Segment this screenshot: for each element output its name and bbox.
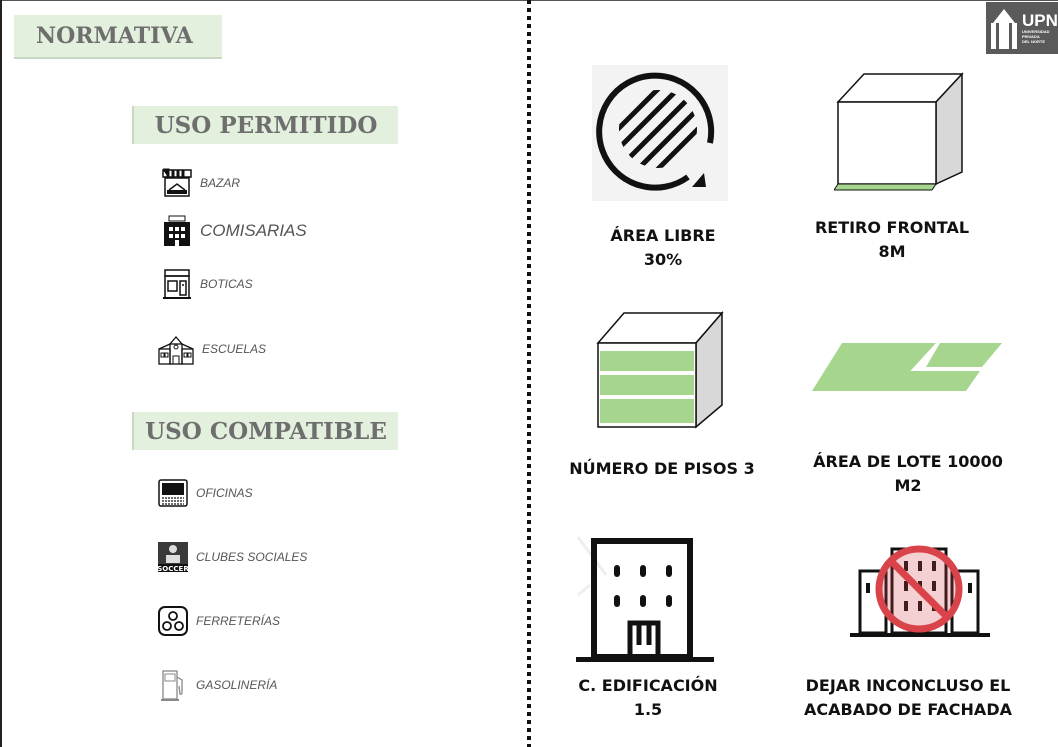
caption-numero-pisos: NÚMERO DE PISOS 3: [566, 457, 758, 481]
caption-line1: ÁREA LIBRE: [610, 226, 716, 245]
upn-logo: UPN UNIVERSIDAD PRIVADA DEL NORTE: [986, 2, 1058, 54]
soccer-club-icon: SOCCER: [156, 540, 190, 574]
item-label: CLUBES SOCIALES: [196, 550, 308, 564]
logo-line1: UNIVERSIDAD: [1022, 29, 1050, 34]
building-icon: [576, 535, 714, 668]
logo-line2: PRIVADA: [1022, 34, 1040, 39]
list-item-gasolineria: GASOLINERÍA: [156, 668, 277, 702]
police-sign-text: POLICE: [174, 212, 186, 216]
item-label: COMISARIAS: [200, 221, 307, 240]
page-title: NORMATIVA: [14, 15, 222, 59]
list-item-ferreterias: FERRETERÍAS: [156, 604, 280, 638]
school-icon: [156, 332, 196, 366]
hardware-icon: [156, 604, 190, 638]
logo-name: UPN: [1022, 11, 1058, 30]
item-label: ESCUELAS: [202, 342, 267, 356]
page-frame-left: [0, 0, 2, 747]
item-label: BAZAR: [200, 176, 241, 190]
caption-retiro-frontal: RETIRO FRONTAL 8M: [800, 216, 984, 264]
list-item-oficinas: OFICINAS: [156, 476, 253, 510]
caption-line1: DEJAR INCONCLUSO EL: [805, 676, 1011, 695]
office-device-icon: [156, 476, 190, 510]
item-label: GASOLINERÍA: [196, 678, 278, 692]
caption-fachada: DEJAR INCONCLUSO EL ACABADO DE FACHADA: [796, 674, 1020, 722]
lot-area-icon: [812, 343, 1004, 398]
caption-line1: ÁREA DE LOTE 10000: [813, 452, 1003, 471]
caption-line2: M2: [894, 476, 922, 495]
police-station-icon: [160, 214, 194, 248]
soccer-badge-text: SOCCER: [157, 565, 189, 573]
item-label: OFICINAS: [196, 486, 253, 500]
prohibited-building-icon: [846, 543, 992, 644]
caption-line1: C. EDIFICACIÓN: [578, 676, 718, 695]
upn-arrow-icon: [991, 9, 1017, 49]
caption-line2: ACABADO DE FACHADA: [804, 700, 1012, 719]
caption-area-libre: ÁREA LIBRE 30%: [588, 224, 738, 272]
caption-line2: 8M: [878, 242, 906, 261]
caption-area-lote: ÁREA DE LOTE 10000 M2: [806, 450, 1010, 498]
list-item-escuelas: ESCUELAS: [156, 332, 266, 366]
item-label: BOTICAS: [200, 277, 253, 291]
caption-line1: RETIRO FRONTAL: [814, 218, 970, 237]
caption-coef-edificacion: C. EDIFICACIÓN 1.5: [570, 674, 726, 722]
dotted-divider: [527, 0, 531, 747]
floors-cube-icon: [596, 310, 728, 434]
item-label: FERRETERÍAS: [196, 614, 281, 628]
pharmacy-icon: [160, 267, 194, 301]
list-item-boticas: BOTICAS: [160, 267, 253, 301]
list-item-bazar: BAZAR: [160, 166, 240, 200]
open-area-icon: [592, 65, 728, 206]
caption-line2: 30%: [643, 250, 683, 269]
caption-line2: 1.5: [633, 700, 663, 719]
front-setback-cube-icon: [833, 72, 966, 199]
list-item-clubes-sociales: SOCCER CLUBES SOCIALES: [156, 540, 307, 574]
list-item-comisarias: COMISARIAS: [160, 214, 307, 248]
market-stall-icon: [160, 166, 194, 200]
gas-pump-icon: [156, 668, 190, 702]
logo-line3: DEL NORTE: [1022, 39, 1046, 44]
uso-permitido-heading: USO PERMITIDO: [132, 106, 398, 144]
uso-compatible-heading: USO COMPATIBLE: [132, 412, 398, 450]
caption-line1: NÚMERO DE PISOS 3: [569, 459, 755, 478]
